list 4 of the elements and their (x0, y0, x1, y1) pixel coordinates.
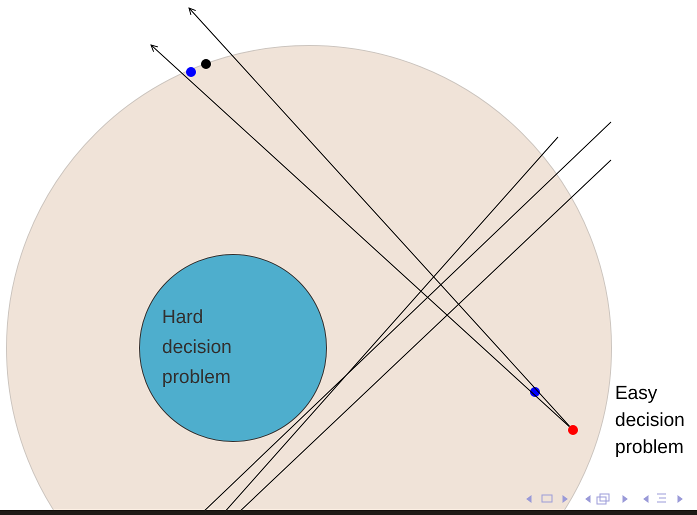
region-label: Hard decision problem (162, 306, 233, 390)
arrow (188, 8, 570, 427)
arrow (150, 44, 570, 428)
region-label: Easy decision problem (615, 382, 686, 460)
